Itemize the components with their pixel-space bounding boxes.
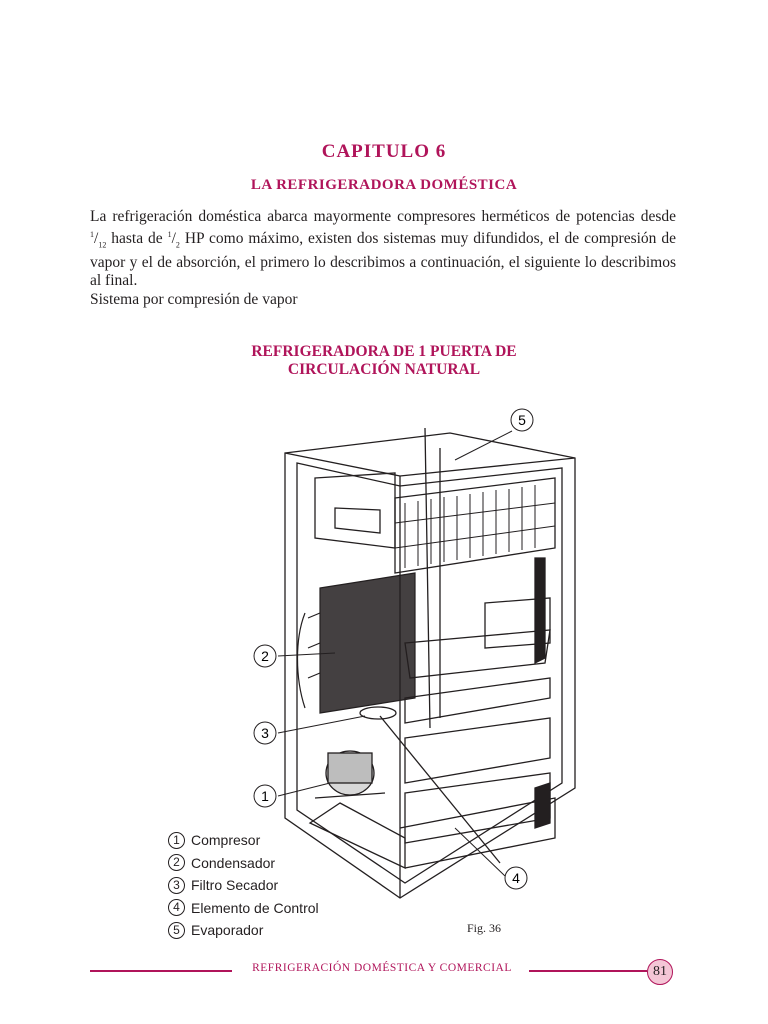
fraction-2-numerator: 1 xyxy=(168,230,172,239)
subheading: Sistema por compresión de vapor xyxy=(90,291,297,309)
legend-number: 5 xyxy=(168,922,185,939)
legend-label: Filtro Secador xyxy=(191,877,278,893)
callout-1: 1 xyxy=(261,788,269,804)
legend-item: 1 Compresor xyxy=(168,829,319,852)
condenser-coil xyxy=(298,573,416,713)
legend-label: Elemento de Control xyxy=(191,900,319,916)
figure-title-line-1: REFRIGERADORA DE 1 PUERTA DE xyxy=(0,343,768,361)
chapter-title: LA REFRIGERADORA DOMÉSTICA xyxy=(0,177,768,194)
intro-paragraph: La refrigeración doméstica abarca mayorm… xyxy=(90,208,676,290)
page-number: 81 xyxy=(647,959,673,985)
intro-text-1: La refrigeración doméstica abarca mayorm… xyxy=(90,208,676,225)
filter-dryer xyxy=(360,707,396,719)
legend-number: 4 xyxy=(168,899,185,916)
legend-item: 4 Elemento de Control xyxy=(168,897,319,920)
legend-number: 1 xyxy=(168,832,185,849)
callout-3: 3 xyxy=(261,725,269,741)
footer-rule-right xyxy=(529,970,647,972)
legend-item: 2 Condensador xyxy=(168,852,319,875)
callout-5: 5 xyxy=(518,412,526,428)
callout-2: 2 xyxy=(261,648,269,664)
legend-item: 3 Filtro Secador xyxy=(168,874,319,897)
intro-text-2: hasta de xyxy=(106,230,167,247)
figure-caption: Fig. 36 xyxy=(467,921,501,936)
figure-title-line-2: CIRCULACIÓN NATURAL xyxy=(0,361,768,379)
footer-rule-left xyxy=(90,970,232,972)
legend-item: 5 Evaporador xyxy=(168,919,319,942)
legend-label: Compresor xyxy=(191,832,260,848)
evaporator xyxy=(395,478,555,573)
legend-label: Evaporador xyxy=(191,922,263,938)
footer-title: REFRIGERACIÓN DOMÉSTICA Y COMERCIAL xyxy=(240,962,524,974)
legend-label: Condensador xyxy=(191,855,275,871)
callout-4: 4 xyxy=(512,870,520,886)
fraction-1-numerator: 1 xyxy=(90,230,94,239)
legend-number: 2 xyxy=(168,854,185,871)
chapter-heading: CAPITULO 6 xyxy=(0,141,768,163)
figure-title: REFRIGERADORA DE 1 PUERTA DE CIRCULACIÓN… xyxy=(0,343,768,379)
legend-number: 3 xyxy=(168,877,185,894)
